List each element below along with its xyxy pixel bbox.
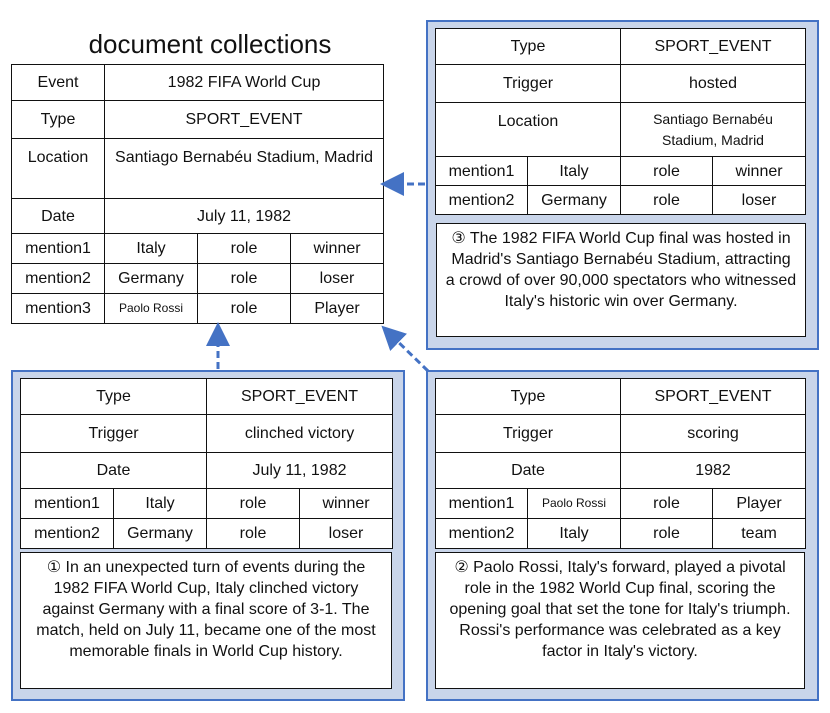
table-row: Type SPORT_EVENT (435, 378, 807, 415)
mention-label: mention2 (20, 518, 114, 549)
mention-role-label: role (206, 488, 300, 519)
mention-entity: Germany (113, 518, 207, 549)
mention-row: mention1 Paolo Rossi role Player (435, 488, 807, 519)
row-value: July 11, 1982 (103, 198, 385, 234)
doc3-text: ③ The 1982 FIFA World Cup final was host… (436, 223, 806, 337)
mention-role-label: role (197, 233, 291, 264)
mention-role-label: role (197, 263, 291, 294)
row-label: Type (20, 378, 207, 415)
mention-role-label: role (620, 156, 713, 186)
mention-role: Player (289, 293, 385, 324)
mention-row: mention3 Paolo Rossi role Player (11, 293, 385, 324)
row-label: Date (20, 452, 207, 489)
arrow-doc2-to-main (381, 325, 430, 373)
row-value: Santiago Bernabéu Stadium, Madrid (619, 102, 807, 157)
mention-role: team (711, 518, 807, 549)
doc1-table: Type SPORT_EVENT Trigger clinched victor… (20, 378, 394, 549)
mention-role: winner (289, 233, 385, 264)
page-title: document collections (88, 29, 332, 59)
mention-label: mention2 (11, 263, 105, 294)
main-event-table: Event 1982 FIFA World Cup Type SPORT_EVE… (11, 64, 385, 324)
row-value: SPORT_EVENT (205, 378, 394, 415)
table-row: Type SPORT_EVENT (11, 100, 385, 139)
row-value: SPORT_EVENT (103, 100, 385, 139)
doc2-table: Type SPORT_EVENT Trigger scoring Date 19… (435, 378, 807, 549)
mention-entity: Germany (104, 263, 198, 294)
mention-label: mention1 (20, 488, 114, 519)
row-value: Santiago Bernabéu Stadium, Madrid (103, 138, 385, 199)
mention-row: mention1 Italy role winner (11, 233, 385, 264)
mention-role: Player (711, 488, 807, 519)
doc3-table: Type SPORT_EVENT Trigger hosted Location… (435, 28, 807, 215)
doc2-text: ② Paolo Rossi, Italy's forward, played a… (435, 552, 805, 689)
mention-role-label: role (620, 488, 713, 519)
mention-label: mention3 (11, 293, 105, 324)
mention-entity: Italy (527, 518, 621, 549)
table-row: Date 1982 (435, 452, 807, 489)
mention-role: loser (711, 185, 807, 215)
mention-entity: Italy (104, 233, 198, 264)
row-value: SPORT_EVENT (619, 28, 807, 65)
row-label: Date (11, 198, 105, 234)
table-row: Date July 11, 1982 (11, 198, 385, 234)
doc1-text: ① In an unexpected turn of events during… (20, 552, 392, 689)
mention-role: loser (289, 263, 385, 294)
row-label: Type (11, 100, 105, 139)
row-value: hosted (619, 64, 807, 103)
mention-row: mention2 Germany role loser (11, 263, 385, 294)
mention-row: mention2 Italy role team (435, 518, 807, 549)
mention-label: mention2 (435, 185, 528, 215)
row-label: Type (435, 378, 621, 415)
row-label: Event (11, 64, 105, 101)
table-row: Date July 11, 1982 (20, 452, 394, 489)
mention-role-label: role (197, 293, 291, 324)
mention-role: loser (298, 518, 394, 549)
row-value: SPORT_EVENT (619, 378, 807, 415)
mention-label: mention1 (435, 156, 528, 186)
mention-row: mention2 Germany role loser (435, 185, 807, 215)
mention-label: mention1 (435, 488, 528, 519)
mention-role-label: role (206, 518, 300, 549)
row-value: scoring (619, 414, 807, 453)
row-label: Location (435, 102, 621, 157)
table-row: Event 1982 FIFA World Cup (11, 64, 385, 101)
table-row: Trigger scoring (435, 414, 807, 453)
row-value: 1982 (619, 452, 807, 489)
table-row: Type SPORT_EVENT (20, 378, 394, 415)
mention-row: mention2 Germany role loser (20, 518, 394, 549)
mention-label: mention1 (11, 233, 105, 264)
row-label: Trigger (20, 414, 207, 453)
table-row: Location Santiago Bernabéu Stadium, Madr… (435, 102, 807, 157)
row-value: July 11, 1982 (205, 452, 394, 489)
table-row: Location Santiago Bernabéu Stadium, Madr… (11, 138, 385, 199)
mention-label: mention2 (435, 518, 528, 549)
mention-entity: Germany (527, 185, 621, 215)
mention-entity: Paolo Rossi (527, 488, 621, 519)
table-row: Type SPORT_EVENT (435, 28, 807, 65)
table-row: Trigger hosted (435, 64, 807, 103)
row-label: Date (435, 452, 621, 489)
mention-entity: Paolo Rossi (104, 293, 198, 324)
mention-role-label: role (620, 185, 713, 215)
mention-row: mention1 Italy role winner (20, 488, 394, 519)
